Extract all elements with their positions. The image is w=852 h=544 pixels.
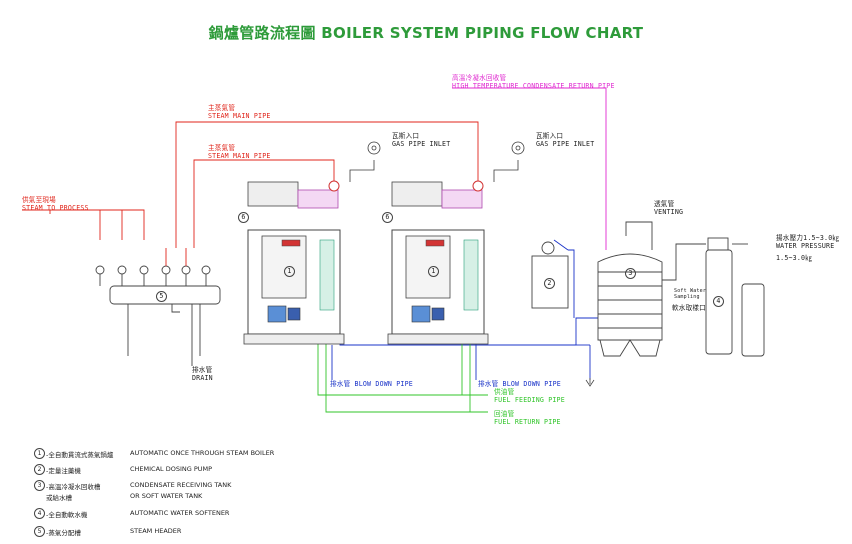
boiler-1 [243, 180, 345, 345]
burner-2-number: 6 [382, 212, 393, 223]
legend-en: AUTOMATIC ONCE THROUGH STEAM BOILER [130, 449, 275, 457]
legend-en: CONDENSATE RECEIVING TANK [130, 481, 232, 489]
tank-number: 3 [625, 268, 636, 279]
legend-zh: -高溫冷凝水回收槽 [46, 483, 101, 491]
steam-main-1-en: STEAM MAIN PIPE [208, 112, 271, 120]
condensate-tank [597, 221, 663, 357]
water-pressure-zh: 揚水壓力1.5~3.0㎏ [776, 234, 840, 242]
sampling-en: Soft Water Sampling [674, 288, 707, 300]
legend-zh: -全自動軟水機 [46, 511, 88, 519]
water-pressure-value: 1.5~3.0㎏ [776, 254, 812, 262]
softener-number: 4 [713, 296, 724, 307]
legend-number: 1 [34, 448, 45, 459]
boiler-1-number: 1 [284, 266, 295, 277]
venting-en: VENTING [654, 208, 684, 216]
water-pressure-en: WATER PRESSURE [776, 242, 835, 250]
steam-header [95, 242, 221, 366]
legend-row: 1 -全自動貫流式蒸氣鍋爐 AUTOMATIC ONCE THROUGH STE… [34, 448, 434, 464]
legend-zh: -蒸氣分配槽 [46, 529, 81, 537]
steam-main-2-zh: 主蒸氣管 [208, 144, 236, 152]
legend-en: STEAM HEADER [130, 527, 182, 535]
hot-return-zh: 高溫冷凝水回收管 [452, 74, 507, 82]
dosing-pump [531, 241, 569, 309]
legend-zh: -定量注藥機 [46, 467, 81, 475]
legend-number: 5 [34, 526, 45, 537]
legend-zh: -全自動貫流式蒸氣鍋爐 [46, 451, 114, 459]
legend-number: 3 [34, 480, 45, 491]
fuel-return-zh: 回油管 [494, 410, 515, 418]
legend-row: 5 -蒸氣分配槽 STEAM HEADER [34, 526, 434, 542]
gas-inlet-1-zh: 瓦斯入口 [392, 132, 420, 140]
hot-return-en: HIGH TEMPERATURE CONDENSATE RETURN PIPE [452, 82, 615, 90]
legend-zh: 或給水槽 [46, 494, 72, 502]
gas-inlet-1-en: GAS PIPE INLET [392, 140, 451, 148]
page-title: 鍋爐管路流程圖 BOILER SYSTEM PIPING FLOW CHART [208, 24, 644, 42]
fuel-feed-en: FUEL FEEDING PIPE [494, 396, 565, 404]
legend-number: 4 [34, 508, 45, 519]
steam-main-2-en: STEAM MAIN PIPE [208, 152, 271, 160]
legend-number: 2 [34, 464, 45, 475]
blow-down-2: 排水管 BLOW DOWN PIPE [478, 380, 561, 388]
legend-row: 或給水槽 OR SOFT WATER TANK [34, 491, 434, 507]
venting-zh: 透氣管 [654, 200, 675, 208]
drain-zh: 排水管 [192, 366, 213, 374]
header-number: 5 [156, 291, 167, 302]
fuel-return-en: FUEL RETURN PIPE [494, 418, 561, 426]
legend-en: AUTOMATIC WATER SOFTENER [130, 509, 230, 517]
legend-row: 3 -高溫冷凝水回收槽 CONDENSATE RECEIVING TANK [34, 480, 434, 496]
boiler-2-number: 1 [428, 266, 439, 277]
condensate-pipe [452, 87, 607, 250]
legend-en: OR SOFT WATER TANK [130, 492, 203, 500]
gas-inlet-2-en: GAS PIPE INLET [536, 140, 595, 148]
to-process-en: STEAM TO PROCESS [22, 204, 89, 212]
blow-down-1: 排水管 BLOW DOWN PIPE [330, 380, 413, 388]
legend-row: 4 -全自動軟水機 AUTOMATIC WATER SOFTENER [34, 508, 434, 524]
dosing-pump-number: 2 [544, 278, 555, 289]
steam-main-1-zh: 主蒸氣管 [208, 104, 236, 112]
gas-inlet-2-zh: 瓦斯入口 [536, 132, 564, 140]
drain-en: DRAIN [192, 374, 213, 382]
fuel-feed-zh: 供油管 [494, 388, 515, 396]
legend-row: 2 -定量注藥機 CHEMICAL DOSING PUMP [34, 464, 434, 480]
steam-pipes [22, 121, 479, 242]
sampling-zh: 軟水取樣口 [672, 304, 706, 312]
gas-inlets [349, 141, 525, 182]
boiler-2 [387, 180, 489, 345]
to-process-zh: 供氣至現場 [22, 196, 56, 204]
burner-1-number: 6 [238, 212, 249, 223]
drain-symbol [585, 378, 595, 387]
legend-en: CHEMICAL DOSING PUMP [130, 465, 213, 473]
